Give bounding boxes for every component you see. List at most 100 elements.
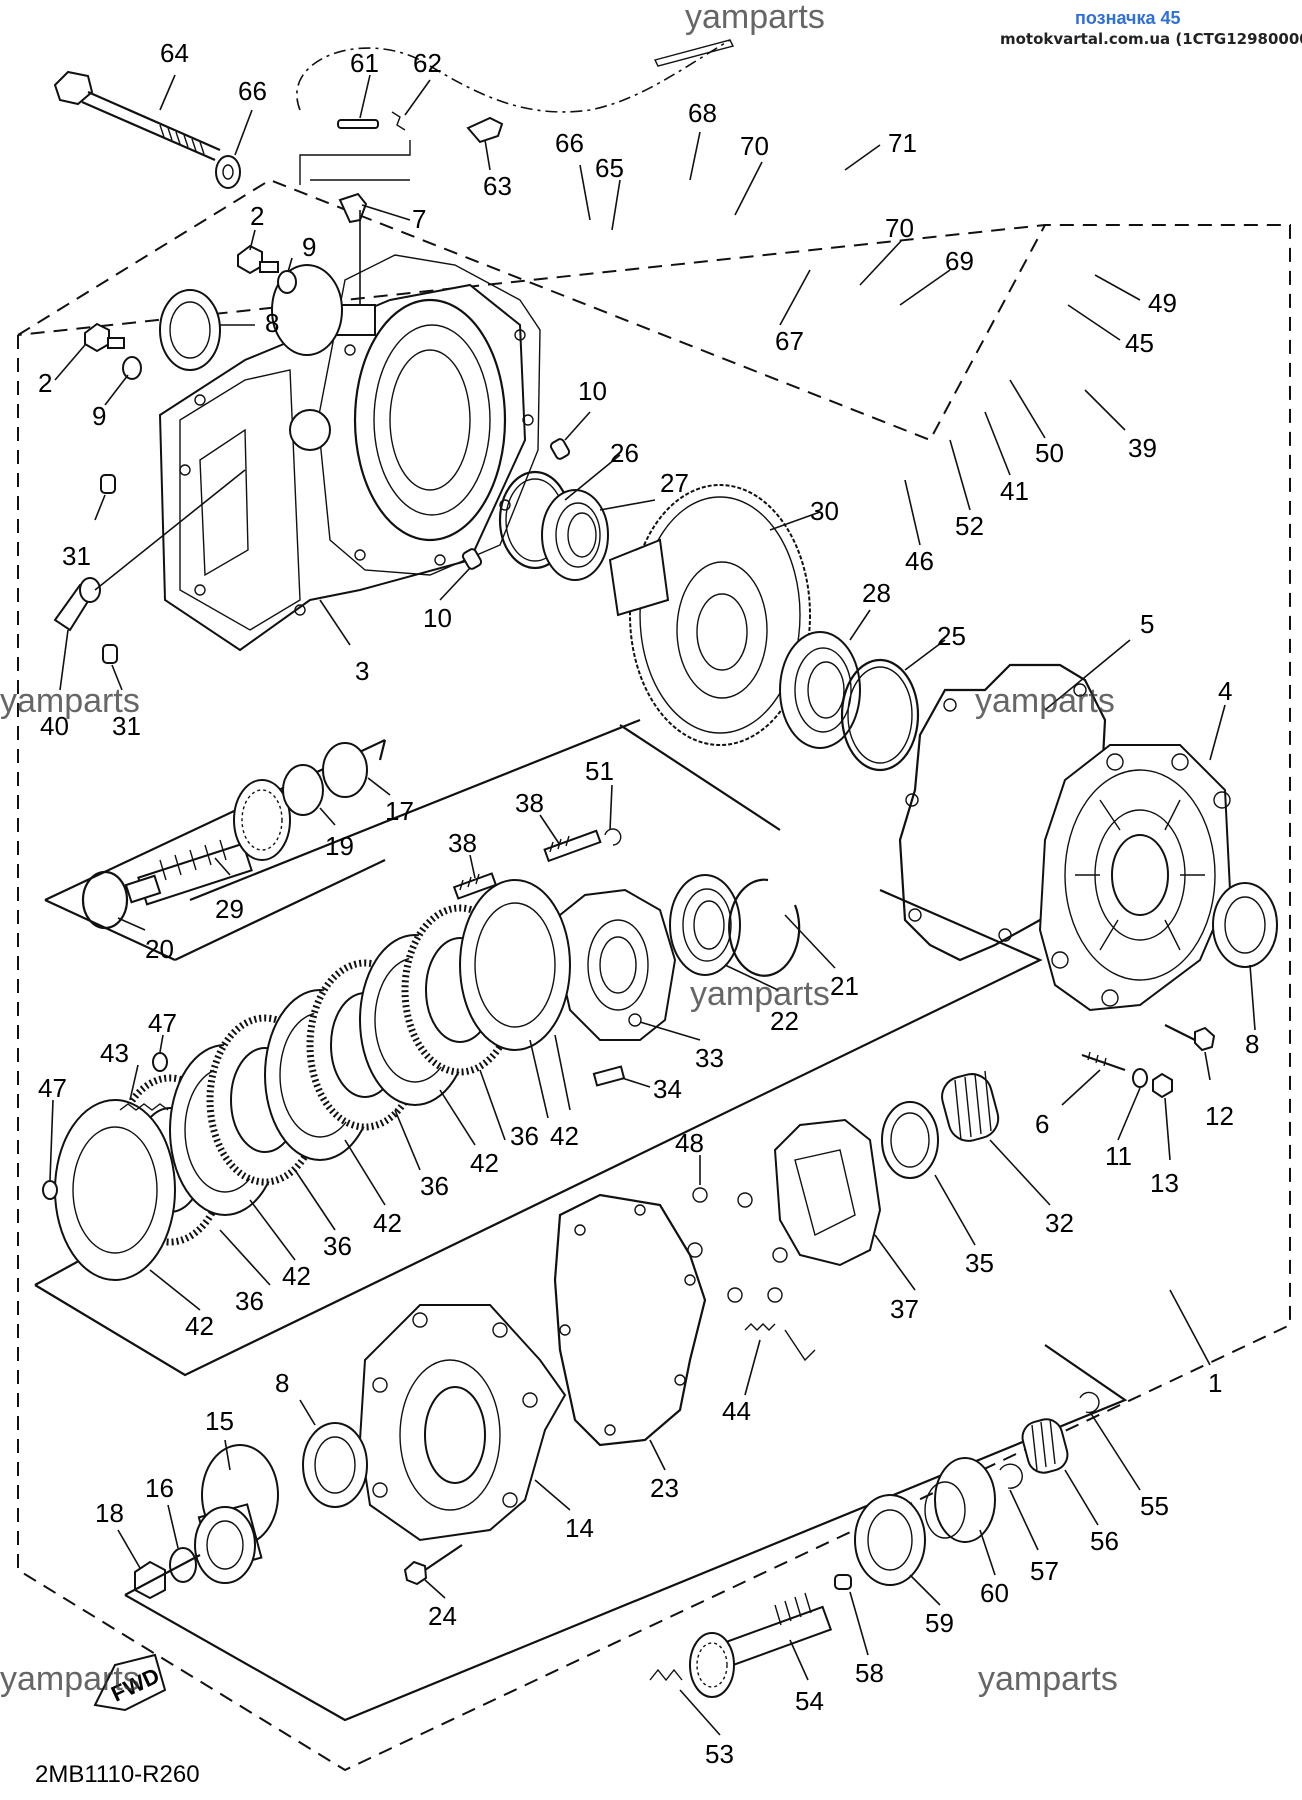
clip-62	[391, 111, 406, 131]
long-bolt-64	[53, 70, 221, 162]
callout-11: 11	[1105, 1141, 1132, 1171]
callout-65: 65	[595, 153, 624, 183]
bolt-2-upper	[237, 244, 279, 275]
spring-44	[744, 1323, 776, 1331]
callout-42: 42	[185, 1311, 214, 1341]
callout-6: 6	[1035, 1109, 1049, 1139]
callout-62: 62	[413, 48, 442, 78]
callout-69: 69	[945, 246, 974, 276]
breather-elbow-7	[338, 192, 368, 224]
callout-36: 36	[323, 1231, 352, 1261]
callout-32: 32	[1045, 1208, 1074, 1238]
callout-13: 13	[1150, 1168, 1179, 1198]
callout-1: 1	[1208, 1368, 1222, 1398]
callout-18: 18	[95, 1498, 124, 1528]
callout-35: 35	[965, 1248, 994, 1278]
callout-23: 23	[650, 1473, 679, 1503]
spacer-35	[881, 1101, 939, 1179]
callout-45: 45	[1125, 328, 1154, 358]
callout-10: 10	[578, 376, 607, 406]
watermark-bottom-left: yamparts	[0, 1660, 140, 1698]
callout-55: 55	[1140, 1491, 1169, 1521]
callout-26: 26	[610, 438, 639, 468]
callout-47: 47	[38, 1073, 67, 1103]
callout-57: 57	[1030, 1556, 1059, 1586]
bearing-27	[541, 489, 609, 581]
needle-bearing-32	[941, 1070, 1000, 1142]
balls-48	[687, 1187, 788, 1303]
callout-9: 9	[302, 232, 316, 262]
washer-11	[1132, 1068, 1148, 1088]
clutch-group-box	[34, 718, 1043, 1377]
stud-6	[1081, 1051, 1126, 1072]
callout-34: 34	[653, 1074, 682, 1104]
callout-2: 2	[38, 368, 52, 398]
callout-43: 43	[100, 1038, 129, 1068]
callout-40: 40	[40, 711, 69, 741]
watermark-right: yamparts	[975, 682, 1115, 720]
callout-52: 52	[955, 511, 984, 541]
callout-67: 67	[775, 326, 804, 356]
o-ring-25	[840, 658, 920, 772]
callout-27: 27	[660, 468, 689, 498]
output-shaft-54	[689, 1592, 833, 1698]
callout-68: 68	[688, 98, 717, 128]
callout-51: 51	[585, 756, 614, 786]
callout-50: 50	[1035, 438, 1064, 468]
callout-64: 64	[160, 38, 189, 68]
input-shaft-29	[124, 779, 291, 906]
bolt-34	[592, 1065, 626, 1087]
ring-gear-30	[608, 484, 811, 746]
callout-39: 39	[1128, 433, 1157, 463]
callout-10: 10	[423, 603, 452, 633]
callout-61: 61	[350, 48, 379, 78]
washer-9-lower	[122, 356, 142, 380]
sleeve-59	[854, 1494, 926, 1586]
watermark-top: yamparts	[685, 0, 825, 36]
callout-8: 8	[265, 308, 279, 338]
clutch-plate-42-a	[54, 1099, 176, 1281]
callout-56: 56	[1090, 1526, 1119, 1556]
clip-63	[466, 116, 504, 144]
callout-54: 54	[795, 1686, 824, 1716]
callout-70: 70	[885, 213, 914, 243]
callout-16: 16	[145, 1473, 174, 1503]
leader-lines	[49, 74, 1256, 1736]
callout-28: 28	[862, 578, 891, 608]
callout-63: 63	[483, 171, 512, 201]
bushing-19	[282, 764, 324, 816]
dowel-31-lower	[102, 644, 118, 664]
callout-36: 36	[420, 1171, 449, 1201]
callout-42: 42	[282, 1261, 311, 1291]
washer-66	[215, 155, 241, 189]
callout-22: 22	[770, 1006, 799, 1036]
callout-17: 17	[385, 796, 414, 826]
callout-33: 33	[695, 1043, 724, 1073]
housing-cover-4	[1038, 744, 1232, 1012]
callout-47: 47	[148, 1008, 177, 1038]
circlip-57	[999, 1463, 1023, 1489]
callout-14: 14	[565, 1513, 594, 1543]
circlip-20	[81, 870, 129, 930]
callout-21: 21	[830, 971, 859, 1001]
callout-41: 41	[1000, 476, 1029, 506]
bearing-28	[779, 631, 861, 749]
callout-9: 9	[92, 401, 106, 431]
washer-9-upper	[277, 270, 297, 294]
watermark-left: yamparts	[0, 682, 140, 720]
callout-71: 71	[888, 128, 917, 158]
callout-24: 24	[428, 1601, 457, 1631]
callout-44: 44	[722, 1396, 751, 1426]
callout-7: 7	[412, 204, 426, 234]
callout-31: 31	[62, 541, 91, 571]
callout-3: 3	[355, 656, 369, 686]
callout-42: 42	[470, 1148, 499, 1178]
callout-49: 49	[1148, 288, 1177, 318]
callout-70: 70	[740, 131, 769, 161]
pin-38-right	[543, 829, 602, 863]
callout-42: 42	[373, 1208, 402, 1238]
callout-38: 38	[515, 788, 544, 818]
oil-seal-8-upper	[159, 289, 221, 371]
bolt-12	[1164, 1024, 1216, 1052]
callout-30: 30	[810, 496, 839, 526]
